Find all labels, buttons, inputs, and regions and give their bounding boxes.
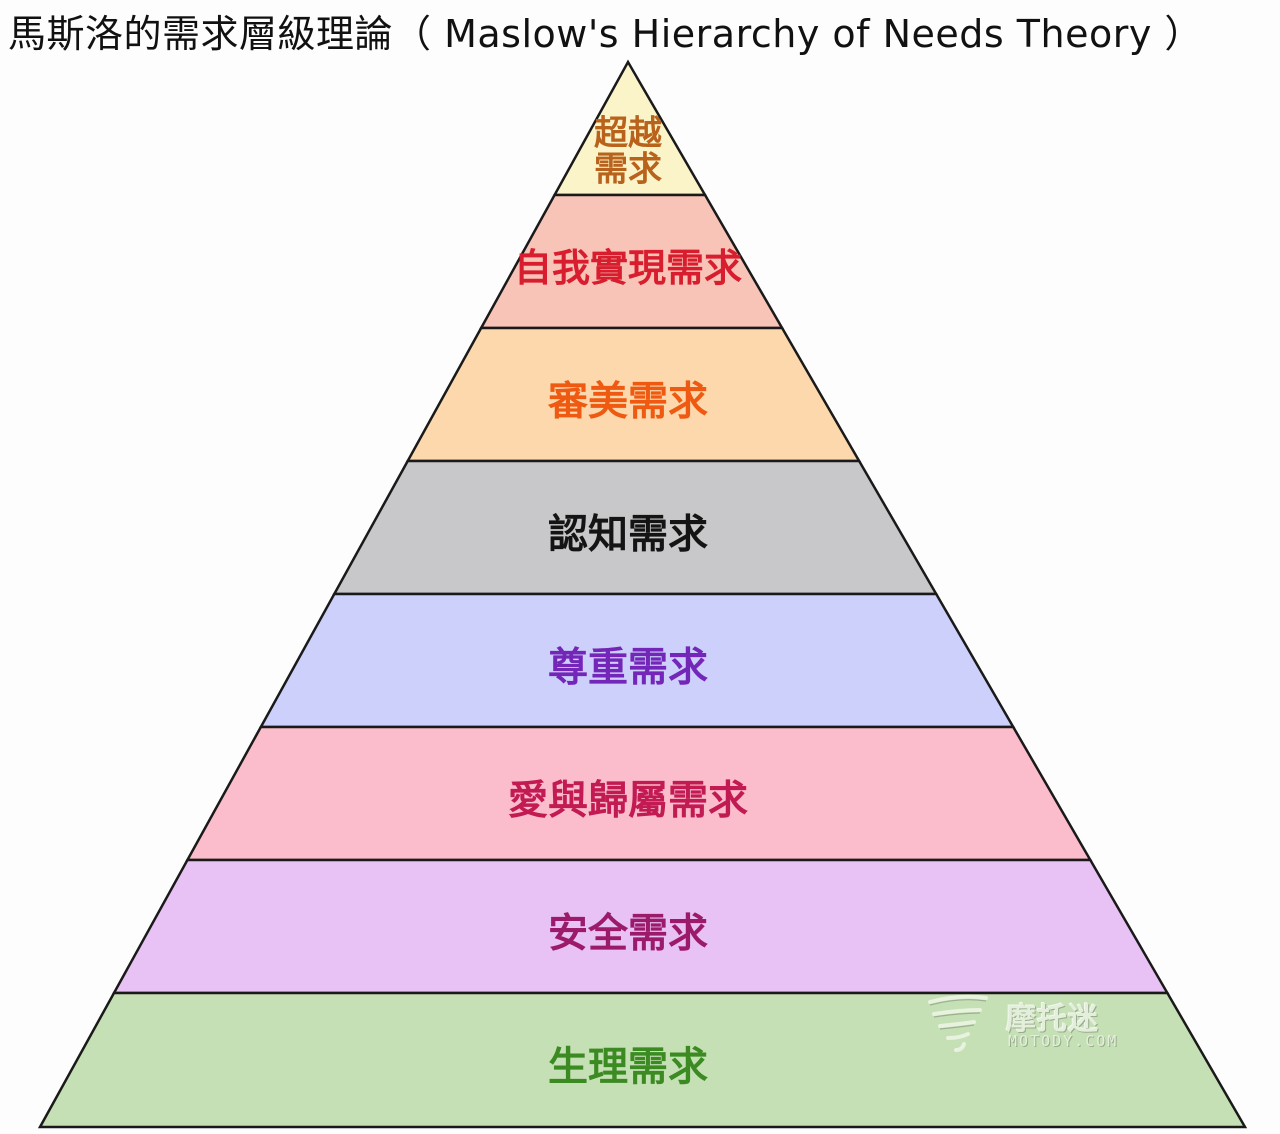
- watermark: 摩托迷 MOTODY.COM: [920, 988, 1180, 1058]
- page-title: 馬斯洛的需求層級理論（ Maslow's Hierarchy of Needs …: [8, 12, 1203, 56]
- layer-safety: 安全需求: [111, 858, 1170, 995]
- layer-label: 自我實現需求: [514, 246, 742, 290]
- layer-label: 生理需求: [548, 1044, 708, 1090]
- layer-cognitive: 認知需求: [332, 459, 939, 596]
- layer-label: 安全需求: [548, 911, 708, 957]
- layer-love-belonging: 愛與歸屬需求: [185, 725, 1093, 862]
- watermark-text-cn: 摩托迷: [1006, 1002, 1099, 1037]
- layer-self-actualization: 自我實現需求: [479, 193, 785, 330]
- layer-label: 審美需求: [547, 379, 708, 425]
- layer-label: 認知需求: [548, 512, 708, 558]
- layer-label: 尊重需求: [548, 645, 708, 691]
- layer-label: 愛與歸屬需求: [508, 778, 748, 824]
- layer-aesthetic: 審美需求: [405, 326, 862, 463]
- layer-esteem: 尊重需求: [258, 592, 1016, 729]
- tornado-logo-icon: [928, 994, 988, 1052]
- layer-label: 需求: [594, 149, 662, 189]
- layer-label: 超越: [594, 114, 663, 154]
- watermark-text-en: MOTODY.COM: [1008, 1032, 1119, 1050]
